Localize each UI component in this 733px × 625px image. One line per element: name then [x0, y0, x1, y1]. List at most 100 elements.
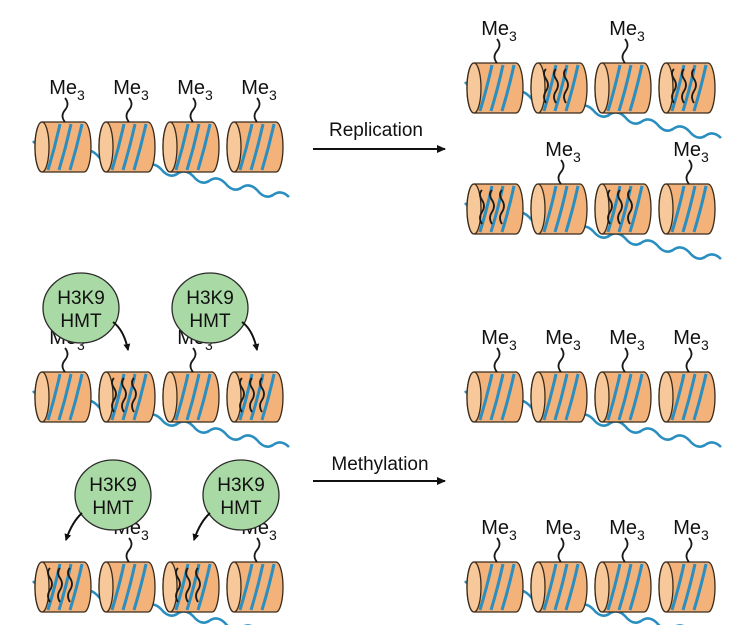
mark-base: Me — [545, 327, 573, 349]
unmodified-tail — [259, 377, 265, 413]
mark-base: Me — [609, 327, 637, 349]
me3-label: Me3 — [673, 327, 709, 353]
mark-subscript: 3 — [77, 87, 85, 103]
mark-subscript: 3 — [205, 337, 213, 353]
parent-nucleosome-1: Me3 — [34, 77, 92, 173]
me3-label: Me3 — [609, 18, 645, 44]
spread_bottom_left-nucleosome-1 — [34, 561, 92, 613]
histone-tail — [61, 97, 69, 123]
histone-tail — [493, 347, 501, 373]
histone-tail — [125, 97, 133, 123]
me3-label: Me3 — [545, 139, 581, 165]
mark-base: Me — [241, 77, 269, 99]
mark-subscript: 3 — [701, 527, 709, 543]
daughter_bottom-nucleosome-3 — [594, 183, 652, 235]
histone-tail — [493, 38, 501, 64]
histone-tail — [685, 159, 693, 185]
unmodified-tail — [563, 68, 569, 104]
unmodified-tail — [185, 567, 191, 603]
spread_bottom_left-nucleosome-2: Me3 — [98, 517, 156, 613]
unmodified-tail — [57, 567, 63, 603]
unmodified-tail — [627, 189, 633, 225]
mark-base: Me — [545, 139, 573, 161]
unmodified-tail — [671, 68, 677, 104]
spread_bottom_right-nucleosome-3: Me3 — [594, 517, 652, 613]
replication-arrow: Replication — [313, 120, 446, 153]
histone-tail — [557, 159, 565, 185]
histone-tail — [493, 537, 501, 563]
mark-base: Me — [545, 517, 573, 539]
unmodified-tail — [681, 68, 687, 104]
unmodified-tail — [691, 68, 697, 104]
daughter_top-nucleosome-2 — [530, 62, 588, 114]
parent-nucleosome-2: Me3 — [98, 77, 156, 173]
histone-tail — [189, 97, 197, 123]
unmodified-tail — [489, 189, 495, 225]
spread_top_right-nucleosome-1: Me3 — [466, 327, 524, 423]
mark-base: Me — [481, 18, 509, 40]
me3-label: Me3 — [545, 327, 581, 353]
me3-label: Me3 — [49, 77, 85, 103]
mark-subscript: 3 — [637, 28, 645, 44]
spread_bottom_left-nucleosome-4: Me3 — [226, 517, 284, 613]
mark-subscript: 3 — [141, 527, 149, 543]
spread_top_right-nucleosome-4: Me3 — [658, 327, 716, 423]
histone-tail — [557, 537, 565, 563]
mark-subscript: 3 — [77, 337, 85, 353]
histone-tail — [685, 347, 693, 373]
me3-label: Me3 — [241, 77, 277, 103]
me3-label: Me3 — [673, 517, 709, 543]
mark-subscript: 3 — [509, 28, 517, 44]
methylation-action-arrow — [64, 512, 83, 541]
spread_top_left-nucleosome-4 — [226, 371, 284, 423]
spread_bottom_right-nucleosome-4: Me3 — [658, 517, 716, 613]
spread_top_right-nucleosome-3: Me3 — [594, 327, 652, 423]
mark-subscript: 3 — [637, 337, 645, 353]
unmodified-tail — [175, 567, 181, 603]
mark-subscript: 3 — [701, 149, 709, 165]
mark-subscript: 3 — [269, 527, 277, 543]
me3-label: Me3 — [481, 18, 517, 44]
methylation-action-arrow — [112, 321, 131, 351]
unmodified-tail — [607, 189, 613, 225]
histone-tail — [61, 347, 69, 373]
me3-label: Me3 — [113, 77, 149, 103]
methylation-action-arrow — [241, 321, 260, 351]
daughter_bottom-nucleosome-2: Me3 — [530, 139, 588, 235]
enzyme-label-line1: H3K9 — [217, 475, 265, 496]
unmodified-tail — [131, 377, 137, 413]
histone-tail — [557, 347, 565, 373]
mark-base: Me — [49, 77, 77, 99]
unmodified-tail — [195, 567, 201, 603]
unmodified-tail — [249, 377, 255, 413]
daughter_top-nucleosome-3: Me3 — [594, 18, 652, 114]
histone-tail — [621, 38, 629, 64]
mark-base: Me — [481, 327, 509, 349]
histone-tail — [621, 537, 629, 563]
spread_top_right-nucleosome-2: Me3 — [530, 327, 588, 423]
mark-subscript: 3 — [573, 527, 581, 543]
histone-tail — [125, 537, 133, 563]
me3-label: Me3 — [177, 77, 213, 103]
unmodified-tail — [47, 567, 53, 603]
mark-subscript: 3 — [141, 87, 149, 103]
unmodified-tail — [121, 377, 127, 413]
me3-label: Me3 — [481, 327, 517, 353]
enzyme-label-line1: H3K9 — [89, 475, 137, 496]
mark-subscript: 3 — [573, 149, 581, 165]
methylation-label: Methylation — [331, 454, 428, 475]
mark-subscript: 3 — [509, 337, 517, 353]
unmodified-tail — [617, 189, 623, 225]
histone-tail — [189, 347, 197, 373]
me3-label: Me3 — [673, 139, 709, 165]
histone-tail — [253, 97, 261, 123]
mark-base: Me — [673, 517, 701, 539]
replication-label: Replication — [329, 120, 423, 141]
enzyme-label-line1: H3K9 — [57, 288, 105, 309]
